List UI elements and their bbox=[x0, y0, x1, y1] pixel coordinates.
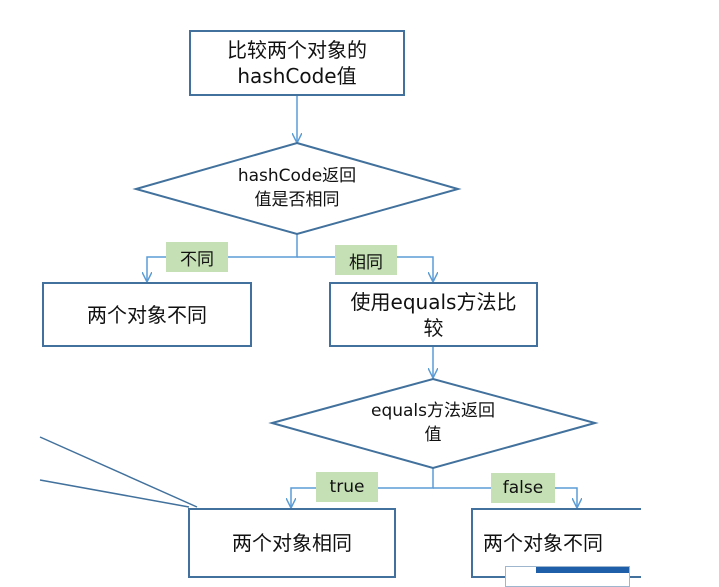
node-objects-same: 两个对象相同 bbox=[188, 508, 396, 578]
edge-label-true: true bbox=[316, 472, 378, 502]
edge-label-same: 相同 bbox=[335, 245, 397, 275]
node-objects-different-2-text: 两个对象不同 bbox=[483, 531, 603, 555]
node-use-equals-text: 使用equals方法比 较 bbox=[350, 289, 517, 340]
partial-bottom-box-fill bbox=[536, 567, 629, 573]
decision-diamond-hashcode bbox=[132, 141, 462, 236]
decision-equals-text: equals方法返回 值 bbox=[370, 401, 496, 445]
node-compare-hashcode-text: 比较两个对象的 hashCode值 bbox=[227, 38, 367, 88]
decision-hashcode-text: hashCode返回 值是否相同 bbox=[237, 166, 357, 210]
callout-line-lower bbox=[39, 479, 190, 508]
callout-line-upper bbox=[39, 436, 198, 508]
node-objects-different-1-text: 两个对象不同 bbox=[87, 302, 207, 327]
node-compare-hashcode: 比较两个对象的 hashCode值 bbox=[189, 30, 405, 96]
connector-equals-decision-to-false bbox=[433, 487, 577, 508]
decision-diamond-equals bbox=[268, 377, 599, 470]
partial-bottom-box bbox=[505, 566, 630, 587]
edge-label-different: 不同 bbox=[166, 242, 228, 272]
edge-label-false: false bbox=[491, 473, 555, 503]
node-objects-different-1: 两个对象不同 bbox=[42, 282, 252, 347]
node-objects-same-text: 两个对象相同 bbox=[232, 531, 352, 555]
node-use-equals: 使用equals方法比 较 bbox=[329, 282, 538, 347]
